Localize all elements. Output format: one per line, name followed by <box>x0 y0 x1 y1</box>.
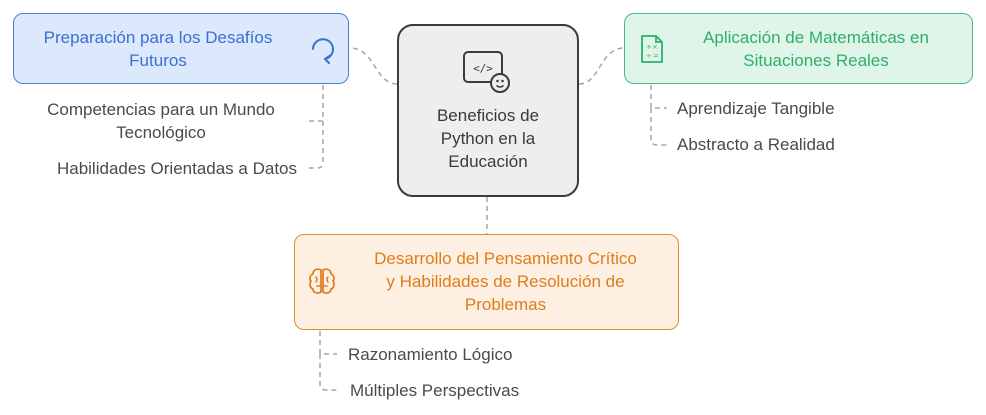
node-futuros-title: Preparación para los Desafíos Futuros <box>24 26 292 72</box>
connector-pensamiento-child2 <box>319 354 337 391</box>
node-futuros-line1: Preparación para los Desafíos <box>43 28 273 47</box>
node-pensamiento-line3: Problemas <box>464 295 547 314</box>
center-title-line2: Python en la <box>440 129 536 148</box>
leaf-multiples-perspectivas: Múltiples Perspectivas <box>350 381 520 400</box>
leaf-competencias: Competencias para un Mundo Tecnológico <box>16 98 306 144</box>
math-document-icon: + × ÷ = <box>641 35 663 63</box>
leaf-aprendizaje-tangible: Aprendizaje Tangible <box>677 99 835 118</box>
node-matematicas-line1: Aplicación de Matemáticas en <box>703 28 929 47</box>
leaf-competencias-line1: Competencias para un Mundo <box>47 100 275 119</box>
center-title-line1: Beneficios de <box>436 106 540 125</box>
node-pensamiento-title: Desarrollo del Pensamiento Crítico y Hab… <box>343 247 668 316</box>
connector-center-futuros <box>349 47 398 85</box>
code-brain-icon: </> <box>463 51 510 93</box>
connector-pensamiento-child1 <box>319 331 337 355</box>
connector-matematicas-child1 <box>650 85 667 109</box>
node-matematicas-title: Aplicación de Matemáticas en Situaciones… <box>671 26 961 72</box>
leaf-razonamiento-logico: Razonamiento Lógico <box>348 345 513 364</box>
connector-futuros-child2 <box>306 121 324 169</box>
leaf-competencias-line2: Tecnológico <box>116 123 206 142</box>
center-title: Beneficios de Python en la Educación <box>399 104 577 173</box>
svg-text:÷: ÷ <box>646 52 652 60</box>
svg-text:</>: </> <box>473 62 493 75</box>
node-pensamiento-line2: y Habilidades de Resolución de <box>386 272 625 291</box>
svg-text:×: × <box>652 43 658 51</box>
node-pensamiento-line1: Desarrollo del Pensamiento Crítico <box>374 249 637 268</box>
node-futuros: Preparación para los Desafíos Futuros <box>13 13 349 84</box>
leaf-abstracto-realidad: Abstracto a Realidad <box>677 135 835 154</box>
leaf-habilidades-datos: Habilidades Orientadas a Datos <box>56 159 297 178</box>
svg-text:+: + <box>646 43 652 51</box>
center-title-line3: Educación <box>448 152 528 171</box>
connector-center-matematicas <box>578 47 625 85</box>
center-node: </> Beneficios de Python en la Educación <box>397 24 579 197</box>
refresh-arrow-icon <box>312 38 334 64</box>
node-matematicas: + × ÷ = Aplicación de Matemáticas en Sit… <box>624 13 973 84</box>
connector-futuros-child1 <box>306 85 324 122</box>
node-futuros-line2: Futuros <box>129 51 187 70</box>
brain-icon <box>309 268 335 294</box>
connector-matematicas-child2 <box>650 108 667 146</box>
node-matematicas-line2: Situaciones Reales <box>743 51 889 70</box>
node-pensamiento: Desarrollo del Pensamiento Crítico y Hab… <box>294 234 679 330</box>
svg-text:=: = <box>653 52 659 60</box>
